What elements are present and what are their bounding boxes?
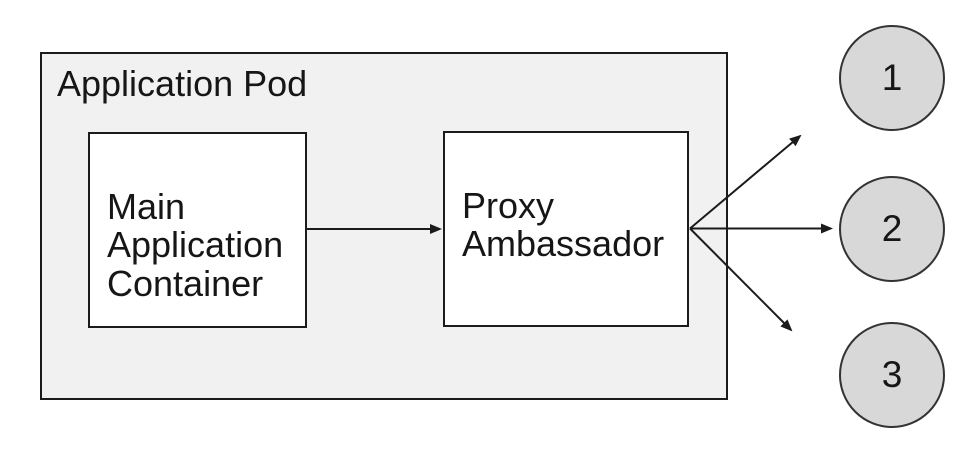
endpoint-circle-3: 3 xyxy=(839,322,945,428)
node-main-application-container-label: Main Application Container xyxy=(107,185,284,304)
endpoint-circle-3-label: 3 xyxy=(881,354,903,395)
node-proxy-ambassador-label: Proxy Ambassador xyxy=(462,184,665,264)
endpoint-circle-1: 1 xyxy=(839,25,945,131)
endpoint-circle-2: 2 xyxy=(839,176,945,282)
application-pod-label: Application Pod xyxy=(57,63,308,104)
node-proxy-ambassador: Proxy Ambassador xyxy=(443,131,689,327)
node-main-application-container: Main Application Container xyxy=(88,132,307,328)
arrow-proxy-to-endpoint-3 xyxy=(689,227,793,332)
endpoint-circle-2-label: 2 xyxy=(881,208,903,249)
endpoint-circle-1-label: 1 xyxy=(881,57,903,98)
arrow-proxy-to-endpoint-1 xyxy=(689,134,802,230)
